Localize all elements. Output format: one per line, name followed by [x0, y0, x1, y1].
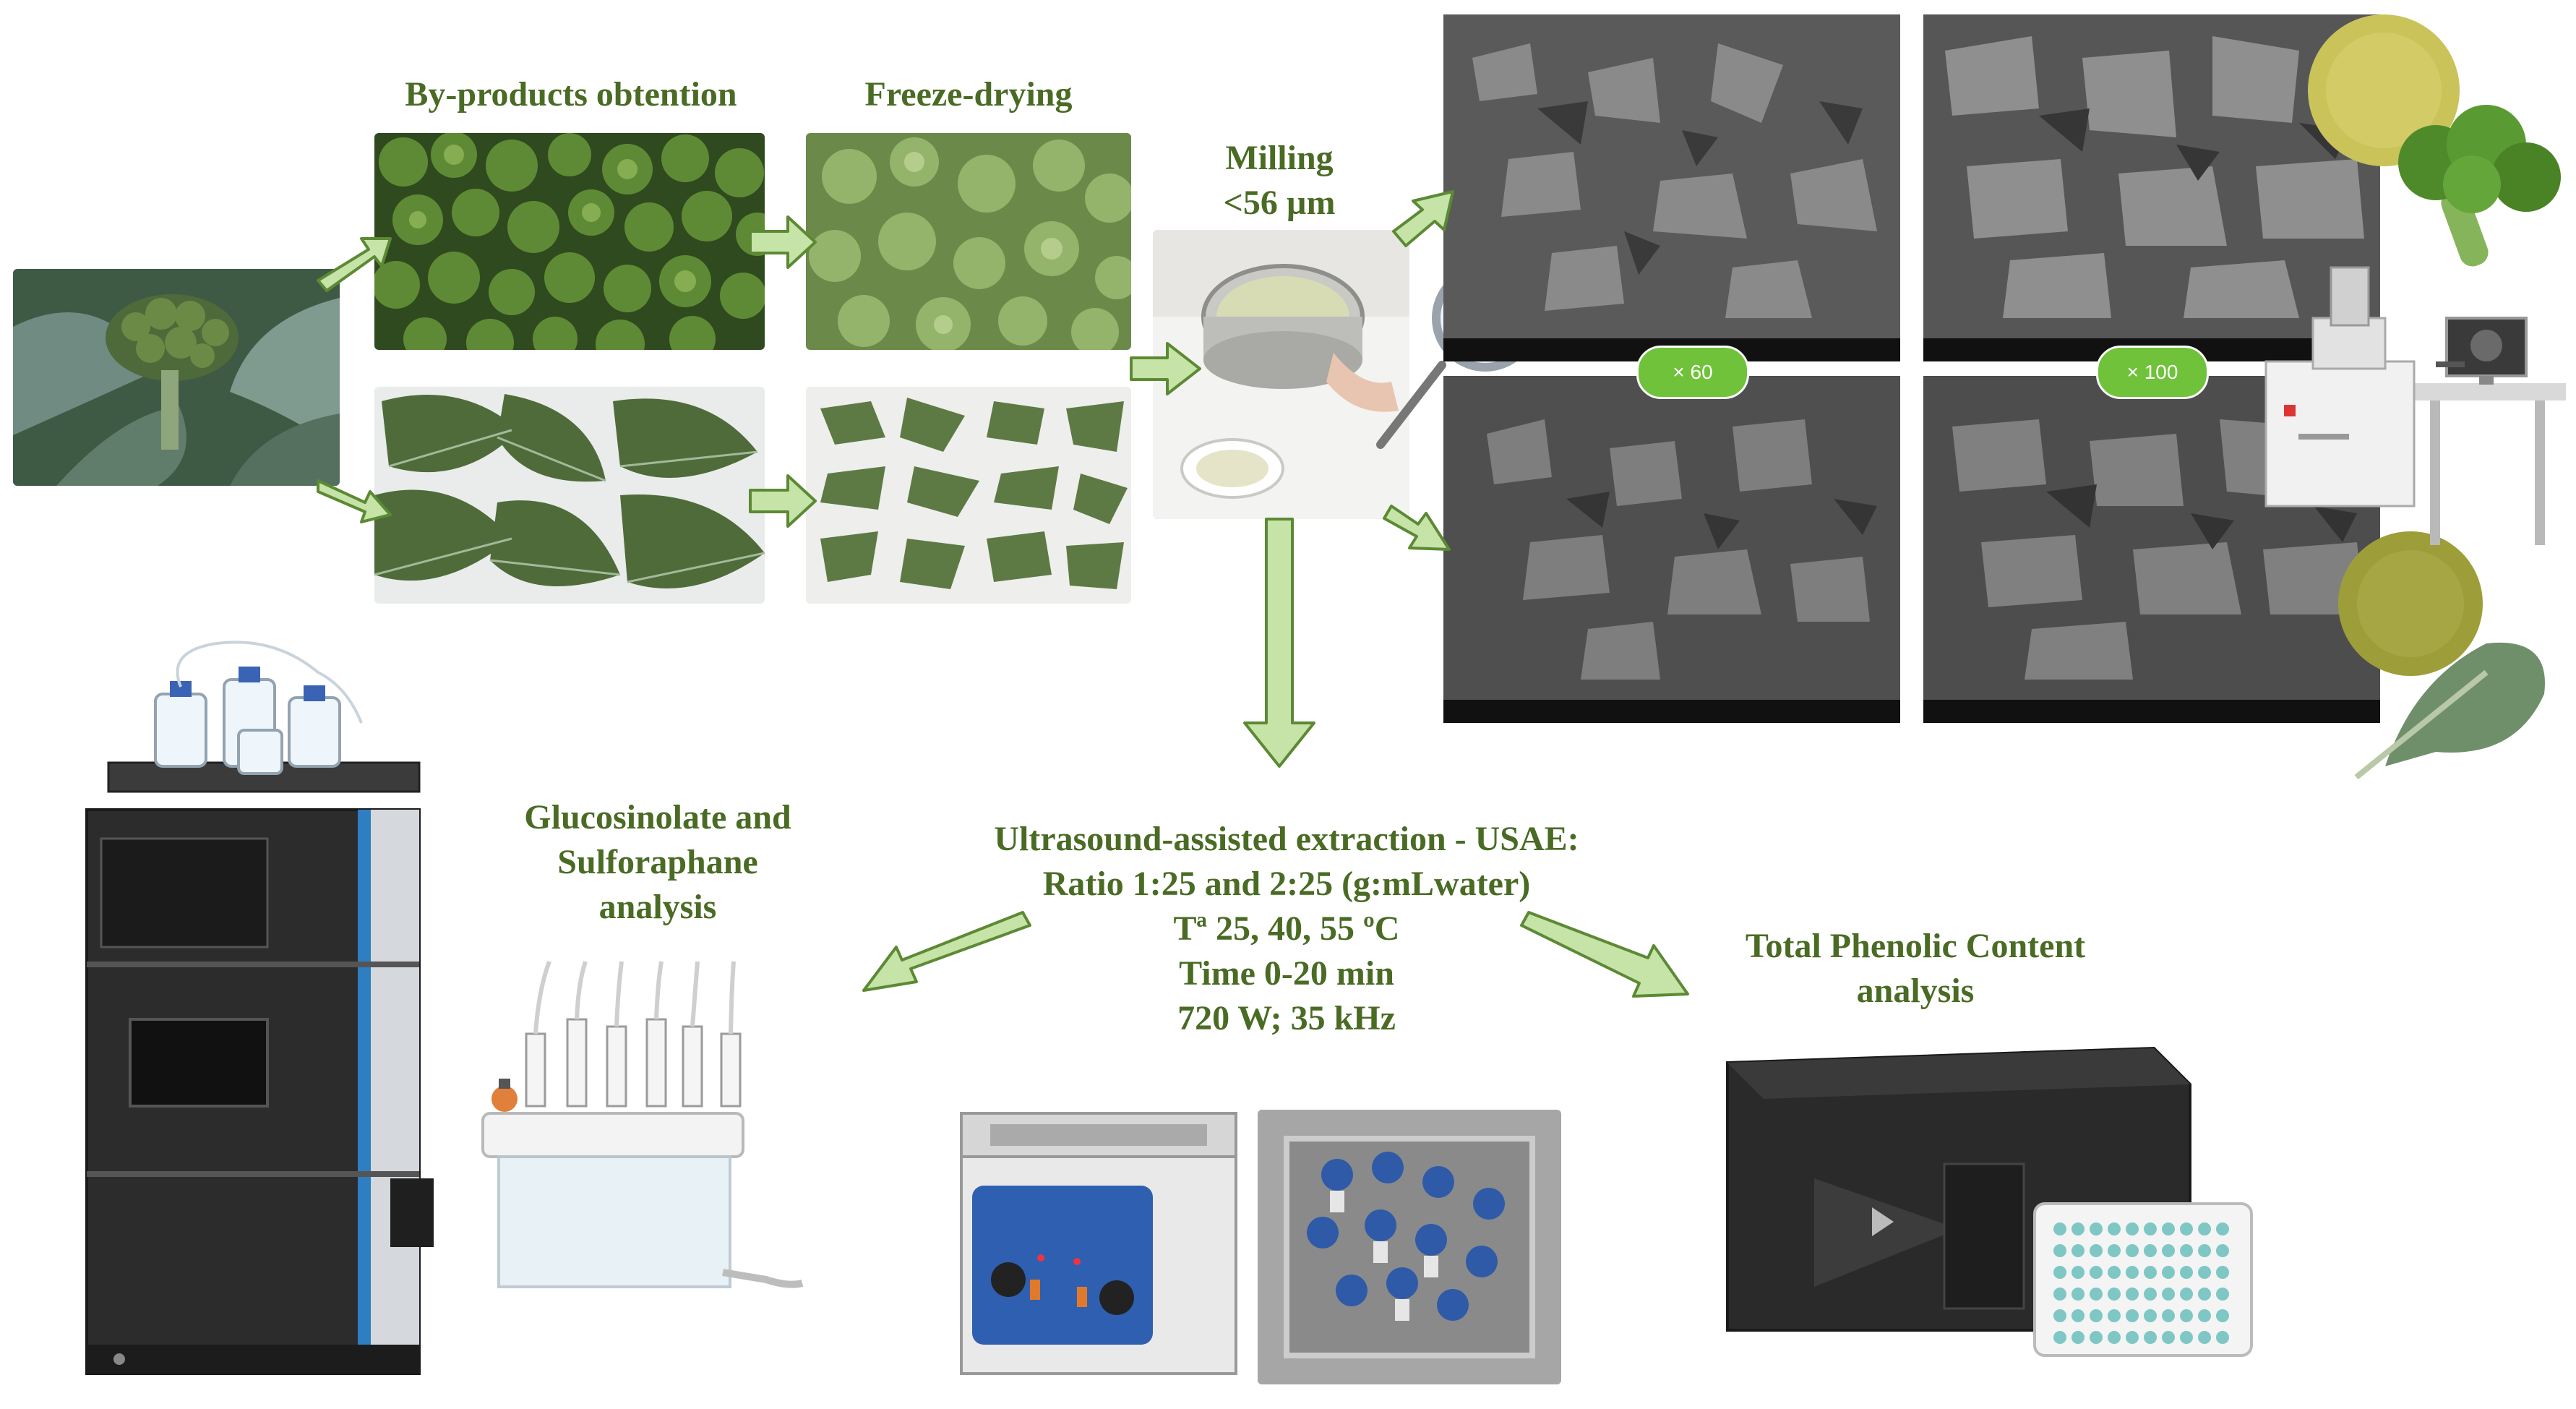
- glucosinolate-text-block: Glucosinolate and Sulforaphane analysis: [455, 795, 860, 930]
- usae-temperature: Tª 25, 40, 55 ºC: [1173, 909, 1400, 948]
- sem-leaves-x60: [1443, 376, 1900, 723]
- usae-time: Time 0-20 min: [1179, 954, 1394, 993]
- usae-title: Ultrasound-assisted extraction - USAE:: [994, 820, 1579, 858]
- phenolic-line1: Total Phenolic Content: [1745, 927, 2086, 965]
- sem-leaves-x100: [1923, 376, 2380, 723]
- broccoli-leaf-icon: [2354, 642, 2545, 780]
- broccoli-leaves-photo: [374, 387, 765, 604]
- step-title-milling: Milling <56 µm: [1142, 136, 1417, 226]
- usae-ratio: Ratio 1:25 and 2:25 (g:mLwater): [1042, 865, 1531, 903]
- magnification-badge-x100: × 100: [2096, 346, 2209, 399]
- phenolic-line2: analysis: [1856, 972, 1975, 1010]
- glucosinolate-line2: Sulforaphane: [557, 843, 758, 881]
- freeze-dried-leaves-photo: [806, 387, 1131, 604]
- step-title-byproducts: By-products obtention: [405, 75, 737, 114]
- sem-florets-x60: [1443, 14, 1900, 361]
- freeze-dried-florets-photo: [806, 133, 1131, 350]
- broccoli-plant-photo: [13, 269, 340, 486]
- usae-text-block: Ultrasound-assisted extraction - USAE: R…: [903, 817, 1670, 1041]
- arrow-milling-to-usae: [1243, 518, 1315, 768]
- tubes-in-bath-photo: [1258, 1110, 1561, 1384]
- usae-power-frequency: 720 W; 35 kHz: [1177, 999, 1396, 1037]
- step-title-freeze-drying: Freeze-drying: [864, 75, 1073, 114]
- broccoli-florets-photo: [374, 133, 765, 350]
- sem-florets-x100: [1923, 14, 2380, 361]
- milling-sieve-photo: [1153, 230, 1409, 519]
- milling-label: Milling: [1225, 139, 1334, 177]
- phenolic-text-block: Total Phenolic Content analysis: [1684, 924, 2147, 1014]
- milling-size-label: <56 µm: [1223, 184, 1336, 222]
- glucosinolate-line1: Glucosinolate and: [524, 798, 791, 836]
- broccoli-floret-icon: [2398, 105, 2561, 267]
- glucosinolate-line3: analysis: [598, 888, 717, 926]
- magnification-badge-x60: × 60: [1636, 346, 1749, 399]
